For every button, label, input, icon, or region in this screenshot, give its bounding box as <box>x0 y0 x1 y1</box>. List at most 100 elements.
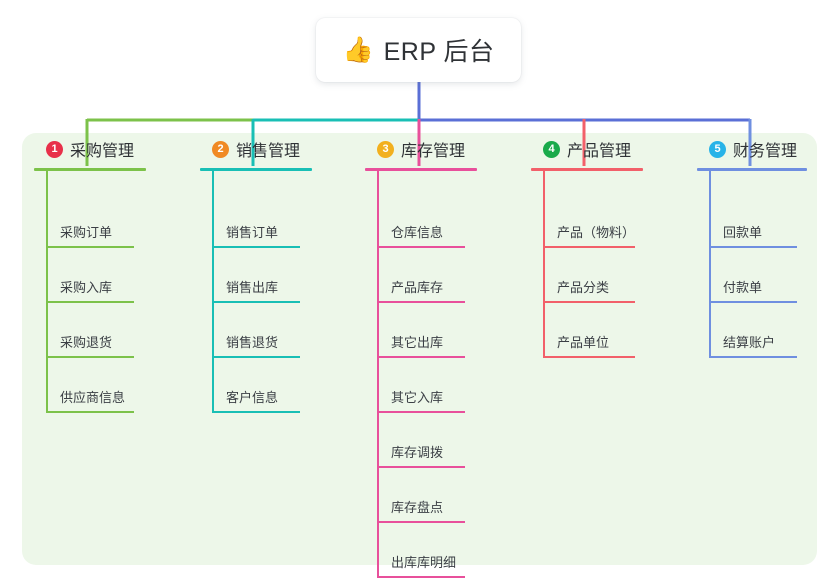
branch-item-label: 销售出库 <box>226 280 279 295</box>
branch-item-label: 结算账户 <box>723 335 776 350</box>
branch-title-5: 财务管理 <box>733 143 798 160</box>
branch-rule-1 <box>34 168 146 171</box>
branch-title-4: 产品管理 <box>567 143 632 160</box>
branch-item[interactable]: 付款单 <box>709 248 797 303</box>
branch-items-5: 回款单付款单结算账户 <box>697 171 827 358</box>
branch-item[interactable]: 回款单 <box>709 193 797 248</box>
branch-rule-4 <box>531 168 643 171</box>
branch-rule-5 <box>697 168 807 171</box>
branch-item-label: 采购入库 <box>60 280 113 295</box>
branch-item-label: 产品（物料） <box>557 225 636 240</box>
branch-item-rule <box>543 356 635 358</box>
branches-panel <box>22 133 817 565</box>
branch-item[interactable]: 供应商信息 <box>46 358 134 413</box>
branch-item-label: 销售退货 <box>226 335 279 350</box>
branch-items-4: 产品（物料） 产品分类产品单位 <box>531 171 696 358</box>
branch-item-rule <box>46 301 134 303</box>
branch-item-label: 供应商信息 <box>60 390 126 405</box>
branch-item[interactable]: 采购入库 <box>46 248 134 303</box>
branch-item[interactable]: 采购订单 <box>46 193 134 248</box>
branch-badge-3: 3 <box>377 140 394 158</box>
branch-header-4[interactable]: 4 产品管理 <box>531 133 696 165</box>
branch-item-rule <box>46 411 134 413</box>
branch-item-rule <box>709 301 797 303</box>
branch-item-rule <box>377 246 465 248</box>
branch-column-3: 3 库存管理仓库信息产品库存其它出库其它入库库存调拨库存盘点出库库明细 <box>365 133 525 578</box>
branch-item[interactable]: 销售订单 <box>212 193 300 248</box>
branch-badge-2: 2 <box>212 140 229 158</box>
branch-item[interactable]: 产品分类 <box>543 248 635 303</box>
branch-item-label: 采购订单 <box>60 225 113 240</box>
branch-item[interactable]: 产品库存 <box>377 248 465 303</box>
branch-rule-2 <box>200 168 312 171</box>
branch-item-rule <box>377 301 465 303</box>
branch-item[interactable]: 出库库明细 <box>377 523 465 578</box>
branch-item-label: 库存调拨 <box>391 445 444 460</box>
branch-item-label: 仓库信息 <box>391 225 444 240</box>
branch-spine-2 <box>212 171 214 411</box>
branch-item-label: 产品分类 <box>557 280 610 295</box>
branch-item[interactable]: 产品单位 <box>543 303 635 358</box>
branch-column-5: 5 财务管理回款单付款单结算账户 <box>697 133 827 358</box>
branch-item[interactable]: 库存盘点 <box>377 468 465 523</box>
branch-item[interactable]: 客户信息 <box>212 358 300 413</box>
branch-item-rule <box>543 246 635 248</box>
branch-item-rule <box>212 411 300 413</box>
branch-spine-1 <box>46 171 48 411</box>
branch-header-3[interactable]: 3 库存管理 <box>365 133 525 165</box>
branch-item-label: 产品库存 <box>391 280 444 295</box>
branch-items-2: 销售订单销售出库销售退货客户信息 <box>200 171 360 413</box>
branch-badge-4: 4 <box>543 140 560 158</box>
branch-item-rule <box>709 356 797 358</box>
branch-item[interactable]: 结算账户 <box>709 303 797 358</box>
branch-item[interactable]: 仓库信息 <box>377 193 465 248</box>
branch-spine-5 <box>709 171 711 356</box>
branch-item[interactable]: 库存调拨 <box>377 413 465 468</box>
branch-badge-5: 5 <box>709 140 726 158</box>
branch-items-1: 采购订单采购入库采购退货供应商信息 <box>34 171 194 413</box>
branch-item-rule <box>377 576 465 578</box>
branch-item[interactable]: 其它出库 <box>377 303 465 358</box>
branch-spine-4 <box>543 171 545 356</box>
thumbs-up-icon: 👍 <box>342 35 374 64</box>
branch-item-rule <box>212 356 300 358</box>
branch-item-rule <box>377 356 465 358</box>
branch-item-label: 采购退货 <box>60 335 113 350</box>
root-title: ERP 后台 <box>383 38 495 66</box>
branch-title-3: 库存管理 <box>401 143 466 160</box>
branch-item-rule <box>377 466 465 468</box>
branch-title-2: 销售管理 <box>236 143 301 160</box>
branch-column-4: 4 产品管理产品（物料） 产品分类产品单位 <box>531 133 696 358</box>
branch-item-label: 销售订单 <box>226 225 279 240</box>
branch-item-rule <box>377 521 465 523</box>
branch-item-rule <box>709 246 797 248</box>
branch-rule-3 <box>365 168 477 171</box>
branch-column-2: 2 销售管理销售订单销售出库销售退货客户信息 <box>200 133 360 413</box>
branch-item[interactable]: 其它入库 <box>377 358 465 413</box>
branch-header-5[interactable]: 5 财务管理 <box>697 133 827 165</box>
root-node[interactable]: 👍 ERP 后台 <box>316 18 521 82</box>
branch-item[interactable]: 采购退货 <box>46 303 134 358</box>
branch-item[interactable]: 销售退货 <box>212 303 300 358</box>
branch-item-label: 库存盘点 <box>391 500 444 515</box>
branch-header-2[interactable]: 2 销售管理 <box>200 133 360 165</box>
branch-item[interactable]: 产品（物料） <box>543 193 635 248</box>
branch-item-rule <box>543 301 635 303</box>
branch-item-rule <box>377 411 465 413</box>
branch-spine-3 <box>377 171 379 576</box>
branch-item-rule <box>46 356 134 358</box>
branch-item-label: 出库库明细 <box>391 555 457 570</box>
branch-item[interactable]: 销售出库 <box>212 248 300 303</box>
branch-item-label: 其它出库 <box>391 335 444 350</box>
branch-item-label: 产品单位 <box>557 335 610 350</box>
branch-title-1: 采购管理 <box>70 143 135 160</box>
branch-item-rule <box>212 246 300 248</box>
branch-item-label: 回款单 <box>723 225 763 240</box>
branch-item-label: 其它入库 <box>391 390 444 405</box>
branch-item-label: 客户信息 <box>226 390 279 405</box>
